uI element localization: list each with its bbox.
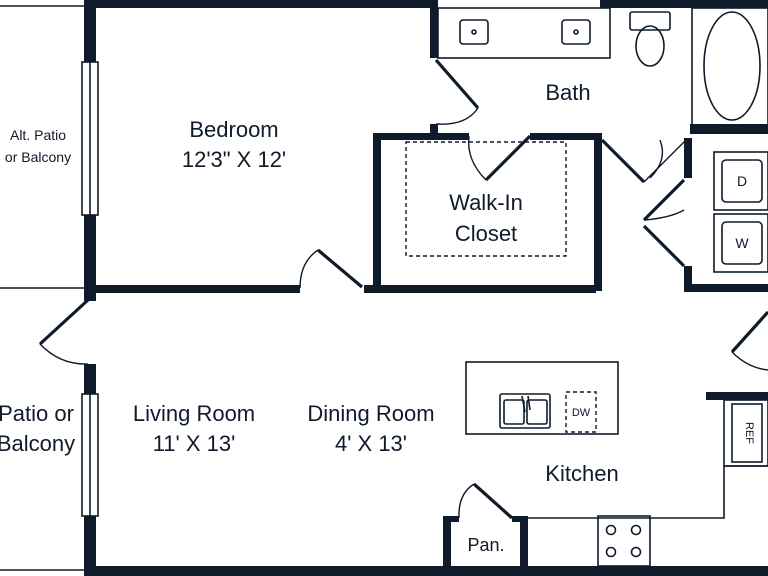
living-room-label: Living Room (133, 401, 255, 426)
closet-label: Walk-In (449, 190, 523, 215)
patio-label-2: Balcony (0, 431, 75, 456)
laundry (713, 151, 768, 273)
bath-label: Bath (545, 80, 590, 105)
kitchen-counter (528, 399, 768, 519)
kitchen-island (465, 361, 619, 435)
bath-fixtures (437, 7, 768, 127)
room-labels: Alt. Patio or Balcony Bedroom 12'3" X 12… (0, 80, 619, 555)
alt-patio-label: Alt. Patio (10, 127, 66, 143)
dryer-label: D (737, 173, 747, 189)
dishwasher-label: DW (572, 407, 591, 419)
windows (81, 61, 99, 517)
walls (84, 0, 768, 576)
pantry-label: Pan. (467, 535, 504, 555)
alt-patio-label-2: or Balcony (5, 149, 71, 165)
dining-room-label: Dining Room (307, 401, 434, 426)
washer-label: W (735, 235, 749, 251)
closet-shelving (405, 141, 567, 257)
dining-room-dimensions: 4' X 13' (335, 431, 407, 456)
bedroom-label: Bedroom (189, 117, 278, 142)
bedroom-dimensions: 12'3" X 12' (182, 147, 286, 172)
patio-label: Patio or (0, 401, 74, 426)
stove (597, 515, 651, 567)
living-room-dimensions: 11' X 13' (153, 431, 236, 456)
patio-outlines (0, 5, 84, 571)
fridge-label: REF (743, 422, 755, 444)
kitchen-label: Kitchen (545, 461, 618, 486)
closet-label-2: Closet (455, 221, 517, 246)
doors (38, 58, 768, 520)
appliance-labels: D W DW REF (572, 173, 755, 444)
